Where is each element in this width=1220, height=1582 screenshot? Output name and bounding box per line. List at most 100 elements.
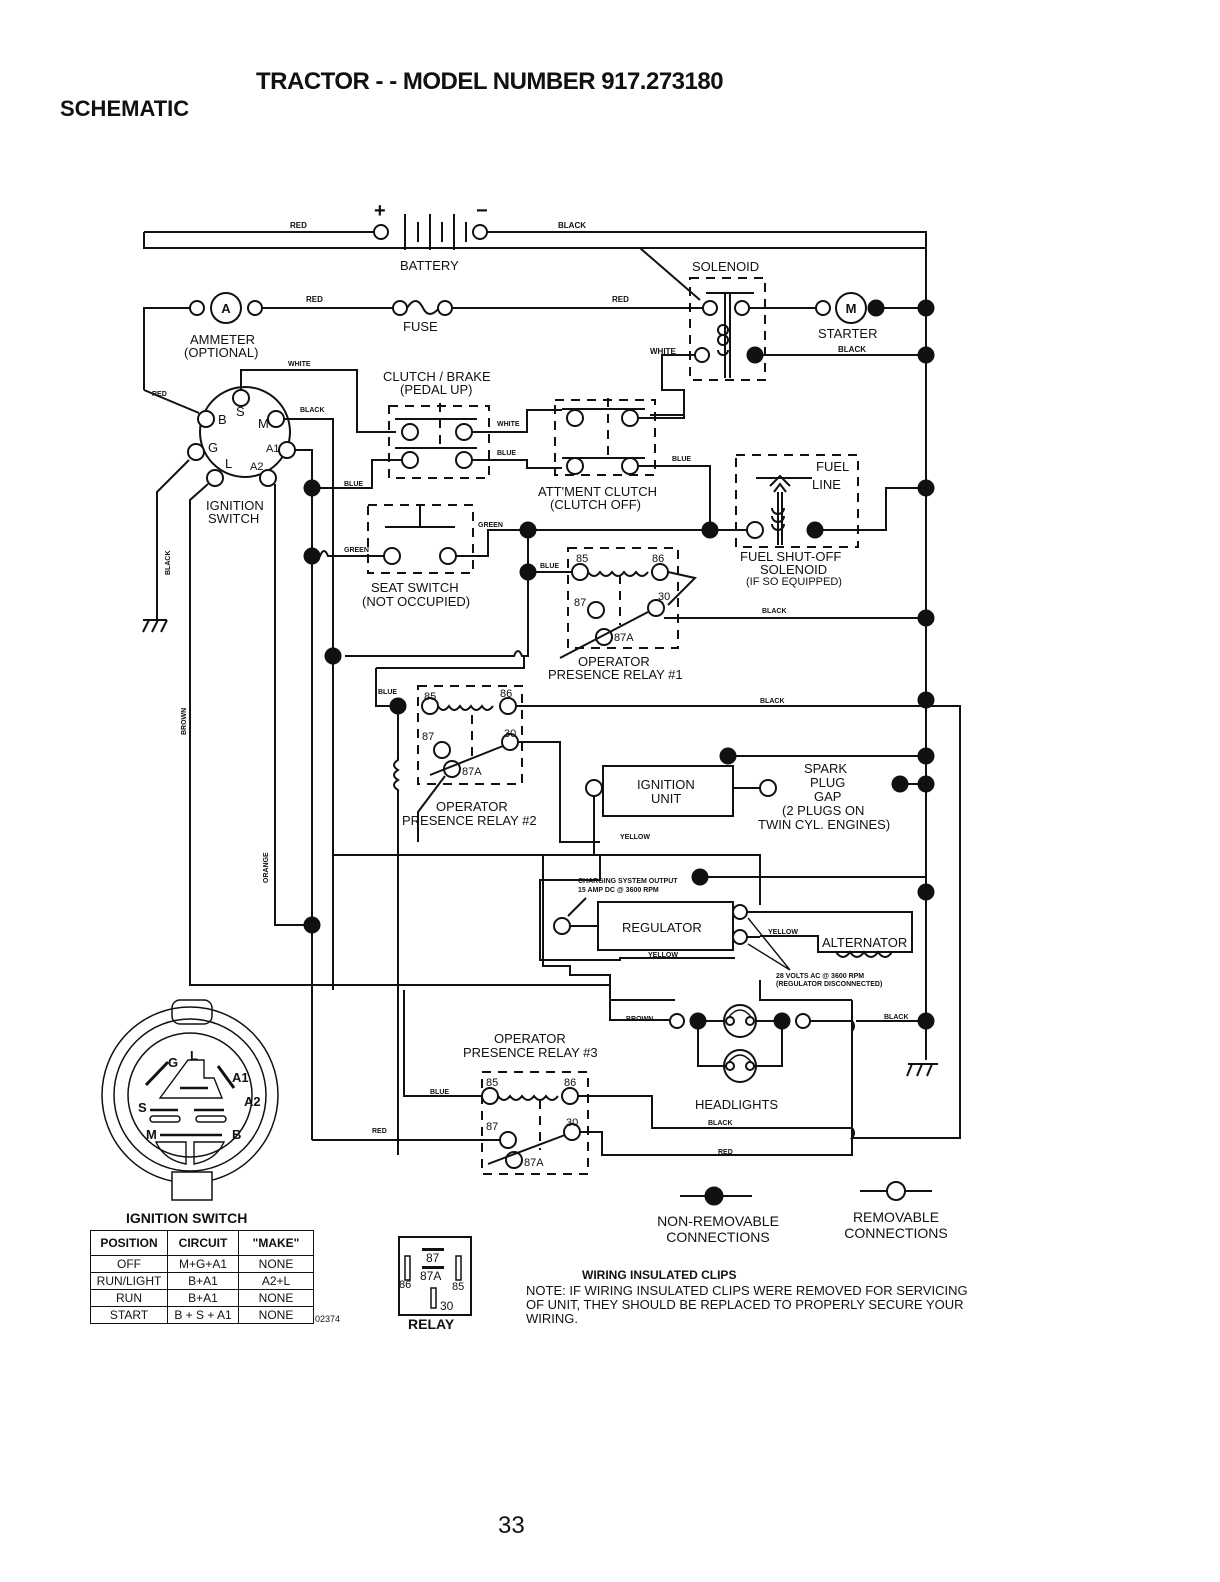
wire-label-blue: BLUE [672, 456, 691, 463]
non-removable-legend: NON-REMOVABLE CONNECTIONS [648, 1213, 788, 1245]
non-removable-connection-icon [704, 1186, 724, 1206]
relay2-pin-87a: 87A [462, 766, 482, 778]
non-removable-legend-line-2: CONNECTIONS [666, 1229, 770, 1245]
spark-plug-label-4: (2 PLUGS ON [782, 803, 864, 818]
ign-label-b: B [218, 412, 227, 427]
battery-minus-sign: − [476, 200, 488, 222]
section-heading: SCHEMATIC [60, 96, 190, 121]
attment-clutch-sublabel: (CLUTCH OFF) [550, 497, 641, 512]
removable-legend-line-2: CONNECTIONS [844, 1225, 948, 1241]
regulator-label: REGULATOR [622, 920, 702, 935]
clutch-brake-switch: CLUTCH / BRAKE (PEDAL UP) BLUE WHITE BLU… [311, 369, 562, 489]
battery-positive-terminal [373, 224, 389, 240]
wire-label-white: WHITE [288, 361, 311, 368]
ignition-table-caption: IGNITION SWITCH [126, 1210, 248, 1226]
wire-label-red: RED [612, 295, 629, 304]
fuel-solenoid-sublabel: SOLENOID [760, 562, 827, 577]
battery-plus-sign: + [374, 200, 386, 222]
ignition-switch-table: POSITION CIRCUIT "MAKE" OFF M+G+A1 NONE … [90, 1230, 314, 1324]
starter: M STARTER BLACK [815, 292, 935, 364]
solenoid-label: SOLENOID [692, 259, 759, 274]
relay1-coil-icon [587, 570, 649, 577]
wire-label-yellow: YELLOW [768, 929, 798, 936]
ign-label-m: M [258, 416, 269, 431]
wire-label-black-vertical: BLACK [165, 551, 172, 576]
alternator-coil-icon [835, 950, 893, 958]
table-row: OFF M+G+A1 NONE [90, 1255, 314, 1273]
wire-label-white: WHITE [650, 347, 676, 356]
relay1-pin-85: 85 [576, 553, 588, 565]
cell-position: RUN/LIGHT [90, 1272, 168, 1290]
wire-label-yellow: YELLOW [620, 834, 650, 841]
relay-key-label: RELAY [408, 1316, 455, 1332]
wire-label-yellow: YELLOW [648, 952, 678, 959]
ground-icon [142, 619, 168, 633]
relay1-pin-86: 86 [652, 553, 664, 565]
seat-switch: GREEN GREEN SEAT SWITCH (NOT OCCUPIED) [312, 504, 747, 609]
ign-terminal-m [267, 410, 285, 428]
relay3-pin-87a: 87A [524, 1157, 544, 1169]
switch-face-label-b: B [232, 1127, 241, 1142]
ign-label-a2: A2 [250, 461, 263, 473]
switch-face-label-g: G [168, 1055, 178, 1070]
cell-circuit: M+G+A1 [167, 1255, 239, 1273]
wire-label-blue: BLUE [540, 563, 559, 570]
fuel-shutoff-solenoid: FUEL LINE FUEL SHUT-OFF SOLENOID (IF SO … [735, 454, 935, 588]
relay2-pin-86: 86 [500, 688, 512, 700]
relay3-pin-30: 30 [566, 1117, 578, 1129]
relay1-pin-87: 87 [574, 597, 586, 609]
removable-connection-icon [886, 1181, 906, 1201]
wire-label-red: RED [372, 1128, 387, 1135]
wire-label-red: RED [290, 221, 307, 230]
ign-terminal-a2 [259, 469, 277, 487]
ammeter-glyph: A [221, 301, 231, 316]
fuel-line-label-2: LINE [812, 477, 841, 492]
operator-presence-relay-1: BLUE BLACK 85 86 87 30 87A OPERATOR PRES… [345, 530, 935, 682]
relay1-pin-87a: 87A [614, 632, 634, 644]
relay3-sublabel: PRESENCE RELAY #3 [463, 1045, 598, 1060]
cell-position: RUN [90, 1289, 168, 1307]
column-header: "MAKE" [238, 1230, 314, 1256]
connection-legend [680, 1181, 932, 1206]
non-removable-legend-line-1: NON-REMOVABLE [657, 1213, 779, 1229]
seat-switch-label: SEAT SWITCH [371, 580, 459, 595]
wire-label-black: BLACK [762, 608, 787, 615]
charging-output-note-2: 15 AMP DC @ 3600 RPM [578, 887, 659, 894]
table-row: RUN B+A1 NONE [90, 1289, 314, 1307]
relay1-label: OPERATOR [578, 654, 650, 669]
operator-presence-relay-2: BLUE BLACK 85 86 87 30 87A OPERATOR PRES… [375, 656, 935, 1155]
wire-label-black: BLACK [300, 407, 325, 414]
cell-circuit: B + S + A1 [167, 1306, 239, 1324]
relay-key-pin-87a: 87A [420, 1269, 441, 1283]
wire-red-ammeter [143, 307, 190, 390]
spark-plug-label-2: PLUG [810, 775, 845, 790]
operator-presence-relay-3: OPERATOR PRESENCE RELAY #3 BLUE BLACK RE… [312, 705, 961, 1175]
relay-key-pin-86: 86 [399, 1279, 411, 1291]
ignition-unit: IGNITION UNIT SPARK PLUG GAP (2 PLUGS ON… [585, 747, 935, 855]
headlights: BROWN BLACK HEADLIGHTS [400, 980, 938, 1120]
wire-label-white: WHITE [497, 421, 520, 428]
ignition-switch-sublabel: SWITCH [208, 511, 259, 526]
cell-circuit: B+A1 [167, 1289, 239, 1307]
ammeter-sublabel: (OPTIONAL) [184, 345, 258, 360]
wire-label-blue: BLUE [344, 481, 363, 488]
wire-label-black: BLACK [708, 1120, 733, 1127]
relay2-pin-87: 87 [422, 731, 434, 743]
spark-plug-label-3: GAP [814, 789, 841, 804]
relay1-pin-30: 30 [658, 591, 670, 603]
ignition-switch: B S M G A1 L A2 IGNITION SWITCH RED WHIT… [142, 361, 400, 1140]
fuel-solenoid-label: FUEL SHUT-OFF [740, 549, 841, 564]
wire-label-blue: BLUE [430, 1089, 449, 1096]
spark-plug-label-1: SPARK [804, 761, 847, 776]
fuse-icon [406, 300, 440, 315]
relay2-sublabel: PRESENCE RELAY #2 [402, 813, 537, 828]
cell-position: START [90, 1306, 168, 1324]
alternator-note-2: (REGULATOR DISCONNECTED) [776, 981, 882, 988]
relay-key-pin-87: 87 [426, 1251, 440, 1265]
switch-face-label-a2: A2 [244, 1094, 261, 1109]
relay-key-box [398, 1236, 472, 1316]
starter-label: STARTER [818, 326, 877, 341]
clutch-brake-label: CLUTCH / BRAKE [383, 369, 491, 384]
relay2-pin-30: 30 [504, 728, 516, 740]
